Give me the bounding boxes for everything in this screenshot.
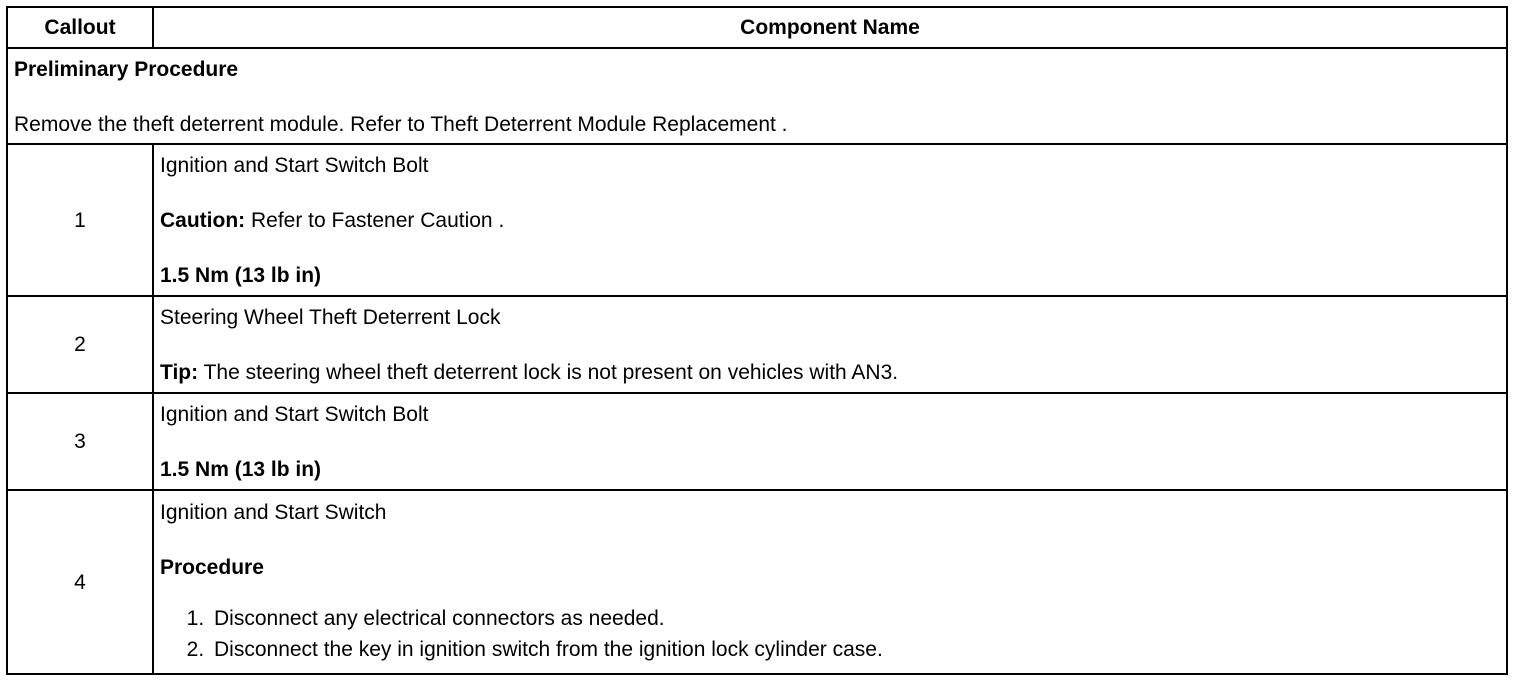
table-row: 3 Ignition and Start Switch Bolt 1.5 Nm … bbox=[6, 392, 1508, 492]
procedure-heading: Procedure bbox=[160, 555, 264, 579]
caution-note: Caution: Refer to Fastener Caution . bbox=[160, 208, 1500, 233]
component-cell: Ignition and Start Switch Bolt Caution: … bbox=[152, 143, 1508, 298]
procedure-step: Disconnect any electrical connectors as … bbox=[210, 604, 1500, 634]
tip-note: Tip: The steering wheel theft deterrent … bbox=[160, 360, 1500, 385]
component-name: Ignition and Start Switch Bolt bbox=[160, 402, 429, 426]
preliminary-title: Preliminary Procedure bbox=[14, 58, 239, 81]
tip-text: The steering wheel theft deterrent lock … bbox=[198, 360, 899, 384]
preliminary-text: Remove the theft deterrent module. Refer… bbox=[14, 113, 788, 137]
table-row: 4 Ignition and Start Switch Procedure Di… bbox=[6, 489, 1508, 676]
caution-label: Caution: bbox=[160, 208, 246, 232]
torque-spec: 1.5 Nm (13 lb in) bbox=[160, 457, 322, 481]
component-cell: Ignition and Start Switch Procedure Disc… bbox=[152, 489, 1508, 676]
document-page: Callout Component Name Preliminary Proce… bbox=[6, 6, 1508, 676]
callout-column-header: Callout bbox=[6, 6, 154, 49]
callout-number: 1 bbox=[6, 143, 154, 298]
component-name: Ignition and Start Switch bbox=[160, 500, 387, 524]
component-name-column-header: Component Name bbox=[152, 6, 1508, 49]
component-cell: Steering Wheel Theft Deterrent Lock Tip:… bbox=[152, 295, 1508, 395]
header-row: Callout Component Name bbox=[6, 6, 1508, 49]
procedure-steps: Disconnect any electrical connectors as … bbox=[160, 604, 1500, 665]
callout-table: Callout Component Name Preliminary Proce… bbox=[6, 6, 1508, 676]
caution-text: Refer to Fastener Caution . bbox=[245, 208, 505, 232]
component-cell: Ignition and Start Switch Bolt 1.5 Nm (1… bbox=[152, 392, 1508, 492]
preliminary-row: Preliminary Procedure Remove the theft d… bbox=[6, 46, 1508, 146]
procedure-step: Disconnect the key in ignition switch fr… bbox=[210, 635, 1500, 665]
tip-label: Tip: bbox=[160, 360, 199, 384]
table-row: 2 Steering Wheel Theft Deterrent Lock Ti… bbox=[6, 295, 1508, 395]
table-row: 1 Ignition and Start Switch Bolt Caution… bbox=[6, 143, 1508, 298]
callout-number: 2 bbox=[6, 295, 154, 395]
torque-spec: 1.5 Nm (13 lb in) bbox=[160, 263, 322, 287]
callout-number: 3 bbox=[6, 392, 154, 492]
preliminary-cell: Preliminary Procedure Remove the theft d… bbox=[6, 46, 1508, 146]
callout-number: 4 bbox=[6, 489, 154, 676]
component-name: Ignition and Start Switch Bolt bbox=[160, 153, 429, 177]
component-name: Steering Wheel Theft Deterrent Lock bbox=[160, 305, 501, 329]
